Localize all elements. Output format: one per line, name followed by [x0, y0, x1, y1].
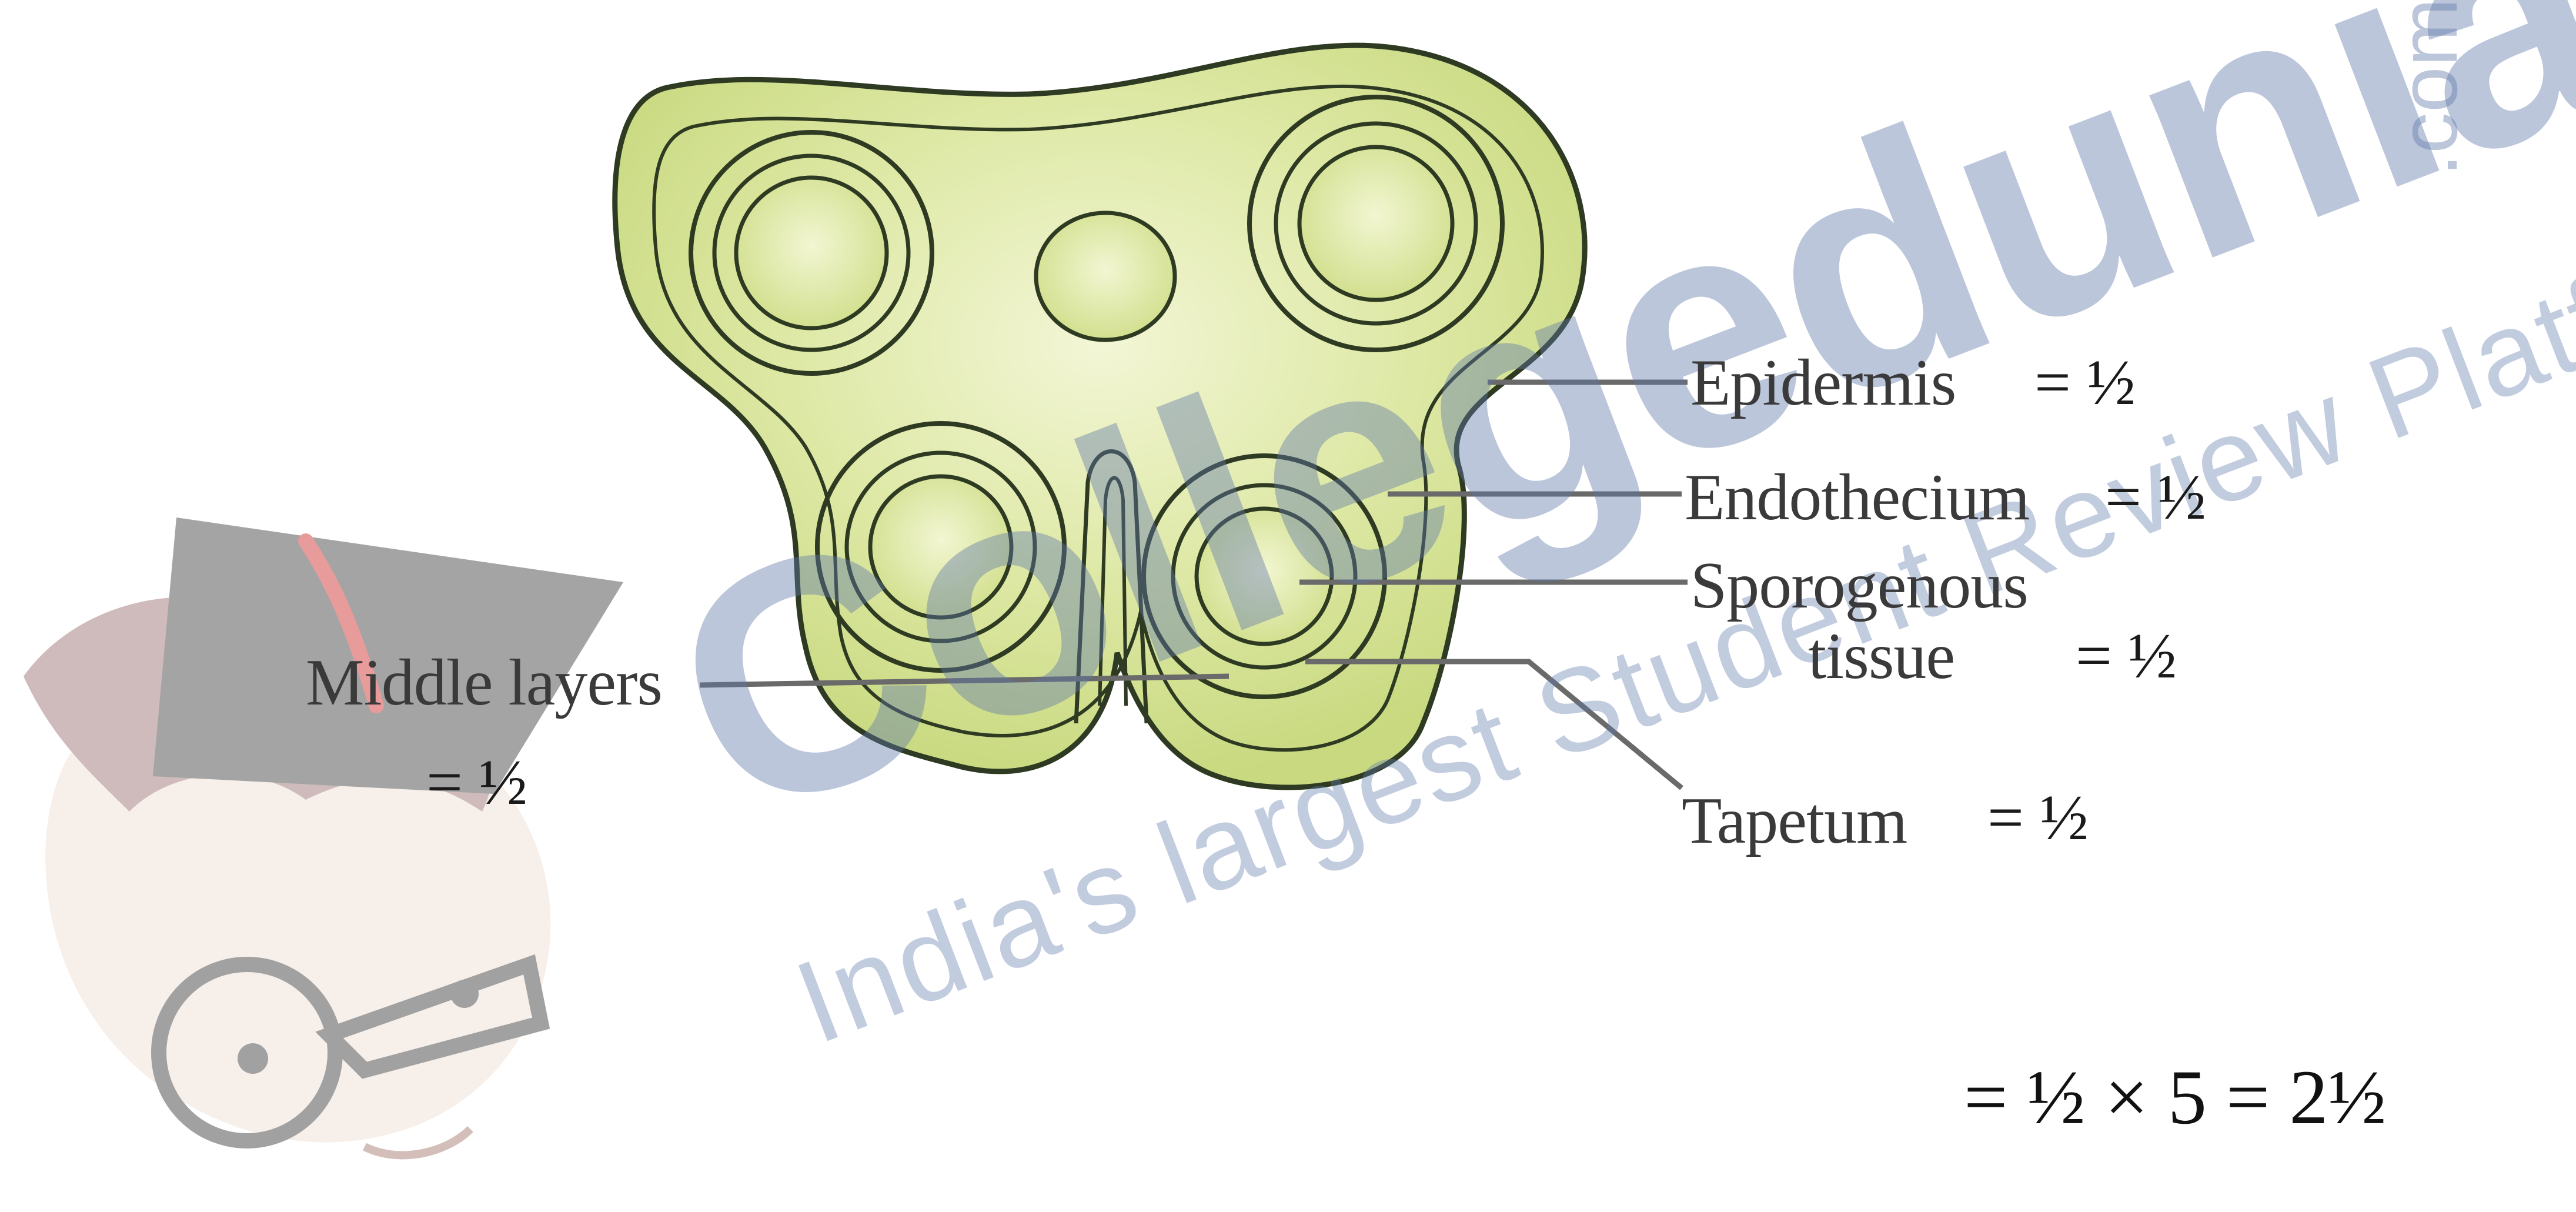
- label-endothecium: Endothecium: [1685, 465, 2029, 530]
- watermark-domain: .com: [2387, 0, 2470, 176]
- label-middle-layers: Middle layers: [306, 650, 662, 716]
- mark-middle-layers: = ½: [426, 750, 527, 814]
- mark-endothecium: = ½: [2105, 465, 2206, 529]
- label-tapetum: Tapetum: [1682, 788, 1907, 854]
- mark-epidermis: = ½: [2034, 350, 2136, 415]
- label-sporogenous-tissue: tissue: [1808, 623, 1954, 689]
- total-marks: = ½ × 5 = 2½: [1964, 1059, 2386, 1136]
- label-epidermis: Epidermis: [1690, 350, 1956, 416]
- mark-sporogenous: = ½: [2076, 623, 2177, 688]
- mark-tapetum: = ½: [1987, 785, 2089, 850]
- mascot-illustration: [24, 517, 623, 1155]
- label-sporogenous: Sporogenous: [1690, 553, 2028, 619]
